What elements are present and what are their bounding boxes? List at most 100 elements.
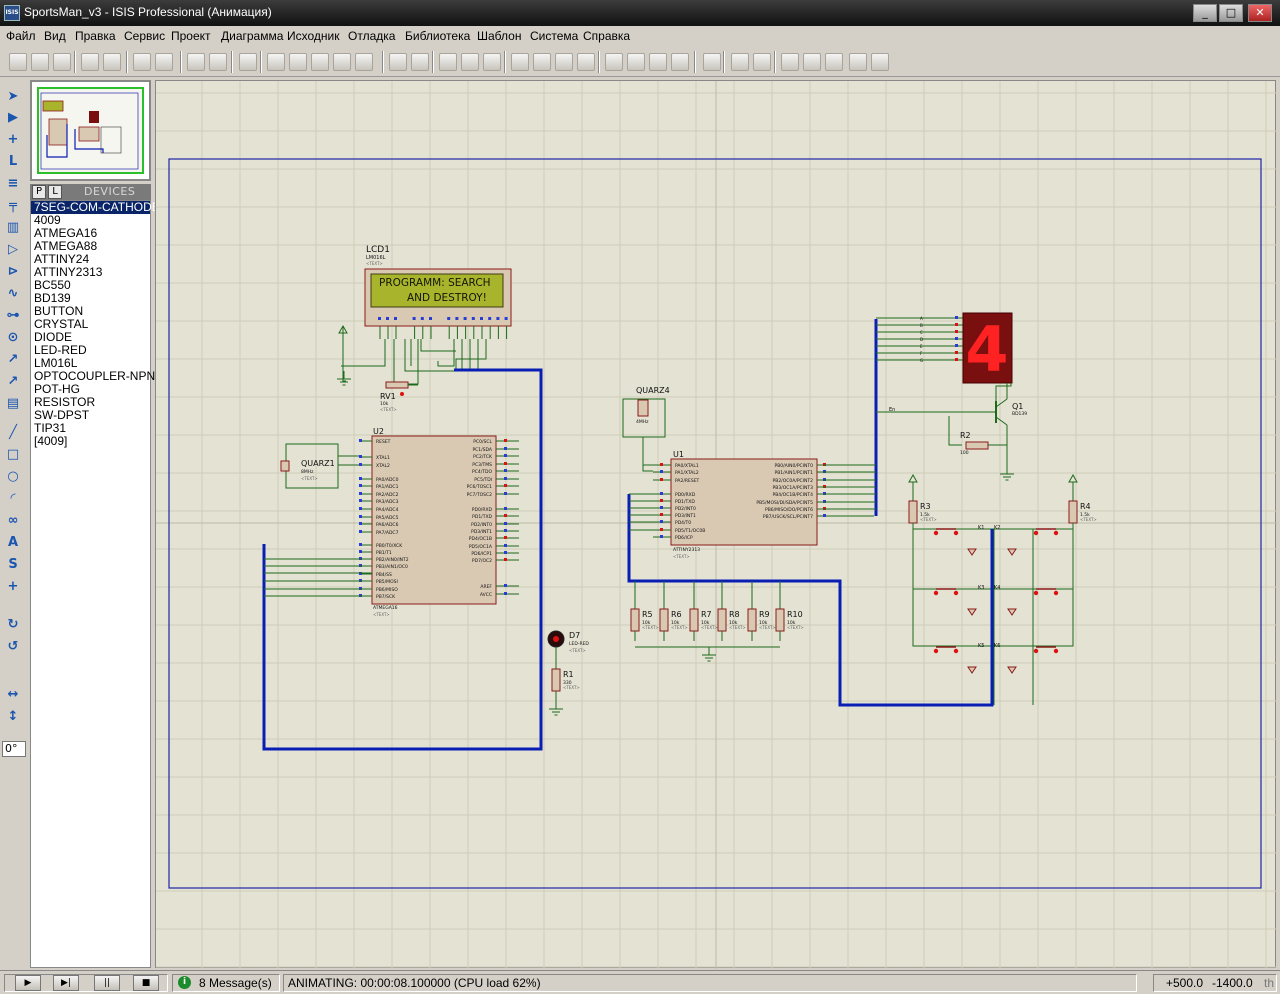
message-panel[interactable]: [172, 974, 280, 992]
property-tool-icon[interactable]: [753, 53, 771, 71]
bus-icon[interactable]: ╤: [9, 198, 17, 213]
device-item[interactable]: BC550: [34, 278, 71, 292]
device-item[interactable]: TIP31: [34, 421, 67, 435]
wire[interactable]: [404, 339, 487, 372]
electrical-check-icon[interactable]: [825, 53, 843, 71]
overview-window[interactable]: [30, 80, 151, 181]
print-area-icon[interactable]: [155, 53, 173, 71]
generator-icon[interactable]: ⊙: [7, 330, 19, 345]
text-script-icon[interactable]: ≡: [7, 176, 19, 191]
push-button[interactable]: K1: [933, 525, 985, 536]
block-rotate-icon[interactable]: [555, 53, 573, 71]
wire-autorouter-icon[interactable]: [703, 53, 721, 71]
block-copy-icon[interactable]: [511, 53, 529, 71]
path-icon[interactable]: ∞: [7, 513, 19, 528]
push-button[interactable]: K3: [933, 585, 985, 596]
menu-item[interactable]: Файл: [6, 29, 36, 43]
device-item[interactable]: [4009]: [34, 434, 68, 448]
seven-segment-display[interactable]: 4: [962, 312, 1013, 386]
netlist-icon[interactable]: [781, 53, 799, 71]
box-icon[interactable]: □: [6, 447, 20, 462]
device-item[interactable]: CRYSTAL: [34, 317, 89, 331]
bus[interactable]: [262, 368, 543, 751]
marker-icon[interactable]: +: [7, 579, 19, 594]
zoom-in-icon[interactable]: [289, 53, 307, 71]
pick-device-icon[interactable]: [605, 53, 623, 71]
paste-icon[interactable]: [483, 53, 501, 71]
open-icon[interactable]: [31, 53, 49, 71]
device-item[interactable]: BD139: [34, 291, 71, 305]
block-move-icon[interactable]: [533, 53, 551, 71]
device-item[interactable]: 4009: [34, 213, 61, 227]
wire[interactable]: [629, 493, 653, 531]
refresh-icon[interactable]: [187, 53, 205, 71]
device-item[interactable]: ATMEGA88: [34, 239, 98, 253]
minimize-button[interactable]: _: [1193, 4, 1217, 22]
wire[interactable]: [642, 437, 653, 472]
push-button[interactable]: K6: [994, 643, 1059, 654]
pan-icon[interactable]: [267, 53, 285, 71]
device-item[interactable]: LM016L: [34, 356, 78, 370]
block-delete-icon[interactable]: [577, 53, 595, 71]
zoom-area-icon[interactable]: [355, 53, 373, 71]
stop-button[interactable]: ■: [133, 975, 159, 991]
mirror-x-icon[interactable]: ↔: [7, 687, 19, 702]
wire[interactable]: [393, 339, 419, 385]
wire[interactable]: [437, 339, 479, 371]
menu-item[interactable]: Сервис: [124, 29, 166, 43]
menu-item[interactable]: Система: [530, 29, 579, 43]
menu-item[interactable]: Исходник: [287, 29, 340, 43]
decompose-icon[interactable]: [671, 53, 689, 71]
device-item[interactable]: BUTTON: [34, 304, 84, 318]
netlist-to-ares-icon[interactable]: [849, 53, 867, 71]
device-item[interactable]: LED-RED: [34, 343, 87, 357]
play-button[interactable]: ▶: [15, 975, 41, 991]
circle-icon[interactable]: ○: [7, 469, 19, 484]
pause-button[interactable]: ||: [94, 975, 120, 991]
graph-icon[interactable]: ∿: [7, 286, 19, 301]
redo-icon[interactable]: [411, 53, 429, 71]
make-device-icon[interactable]: [627, 53, 645, 71]
rotate-cw-icon[interactable]: ↻: [7, 617, 19, 632]
mirror-y-icon[interactable]: ↕: [7, 709, 19, 724]
menu-item[interactable]: Шаблон: [477, 29, 522, 43]
wire[interactable]: [948, 416, 1007, 446]
search-icon[interactable]: [731, 53, 749, 71]
selection-icon[interactable]: ➤: [7, 89, 19, 104]
menu-item[interactable]: Проект: [171, 29, 211, 43]
push-button[interactable]: K4: [994, 585, 1059, 596]
wire[interactable]: [817, 464, 876, 510]
ares-icon[interactable]: [871, 53, 889, 71]
line-icon[interactable]: ╱: [9, 425, 17, 440]
grid-icon[interactable]: [209, 53, 227, 71]
ic-u1[interactable]: [670, 458, 818, 546]
undo-icon[interactable]: [389, 53, 407, 71]
rotate-ccw-icon[interactable]: ↺: [7, 639, 19, 654]
wire[interactable]: [264, 558, 372, 597]
device-item[interactable]: OPTOCOUPLER-NPN: [34, 369, 156, 383]
wire[interactable]: [993, 529, 1034, 705]
voltage-probe-icon[interactable]: ↗: [7, 352, 19, 367]
terminal-icon[interactable]: ▷: [8, 242, 18, 257]
wire[interactable]: [338, 455, 359, 466]
device-item[interactable]: DIODE: [34, 330, 73, 344]
new-icon[interactable]: [9, 53, 27, 71]
subcircuit-icon[interactable]: ▥: [6, 220, 20, 235]
menu-item[interactable]: Диаграмма: [221, 29, 284, 43]
menu-item[interactable]: Библиотека: [405, 29, 471, 43]
device-item[interactable]: POT-HG: [34, 382, 81, 396]
device-pin-icon[interactable]: ⊳: [7, 264, 19, 279]
